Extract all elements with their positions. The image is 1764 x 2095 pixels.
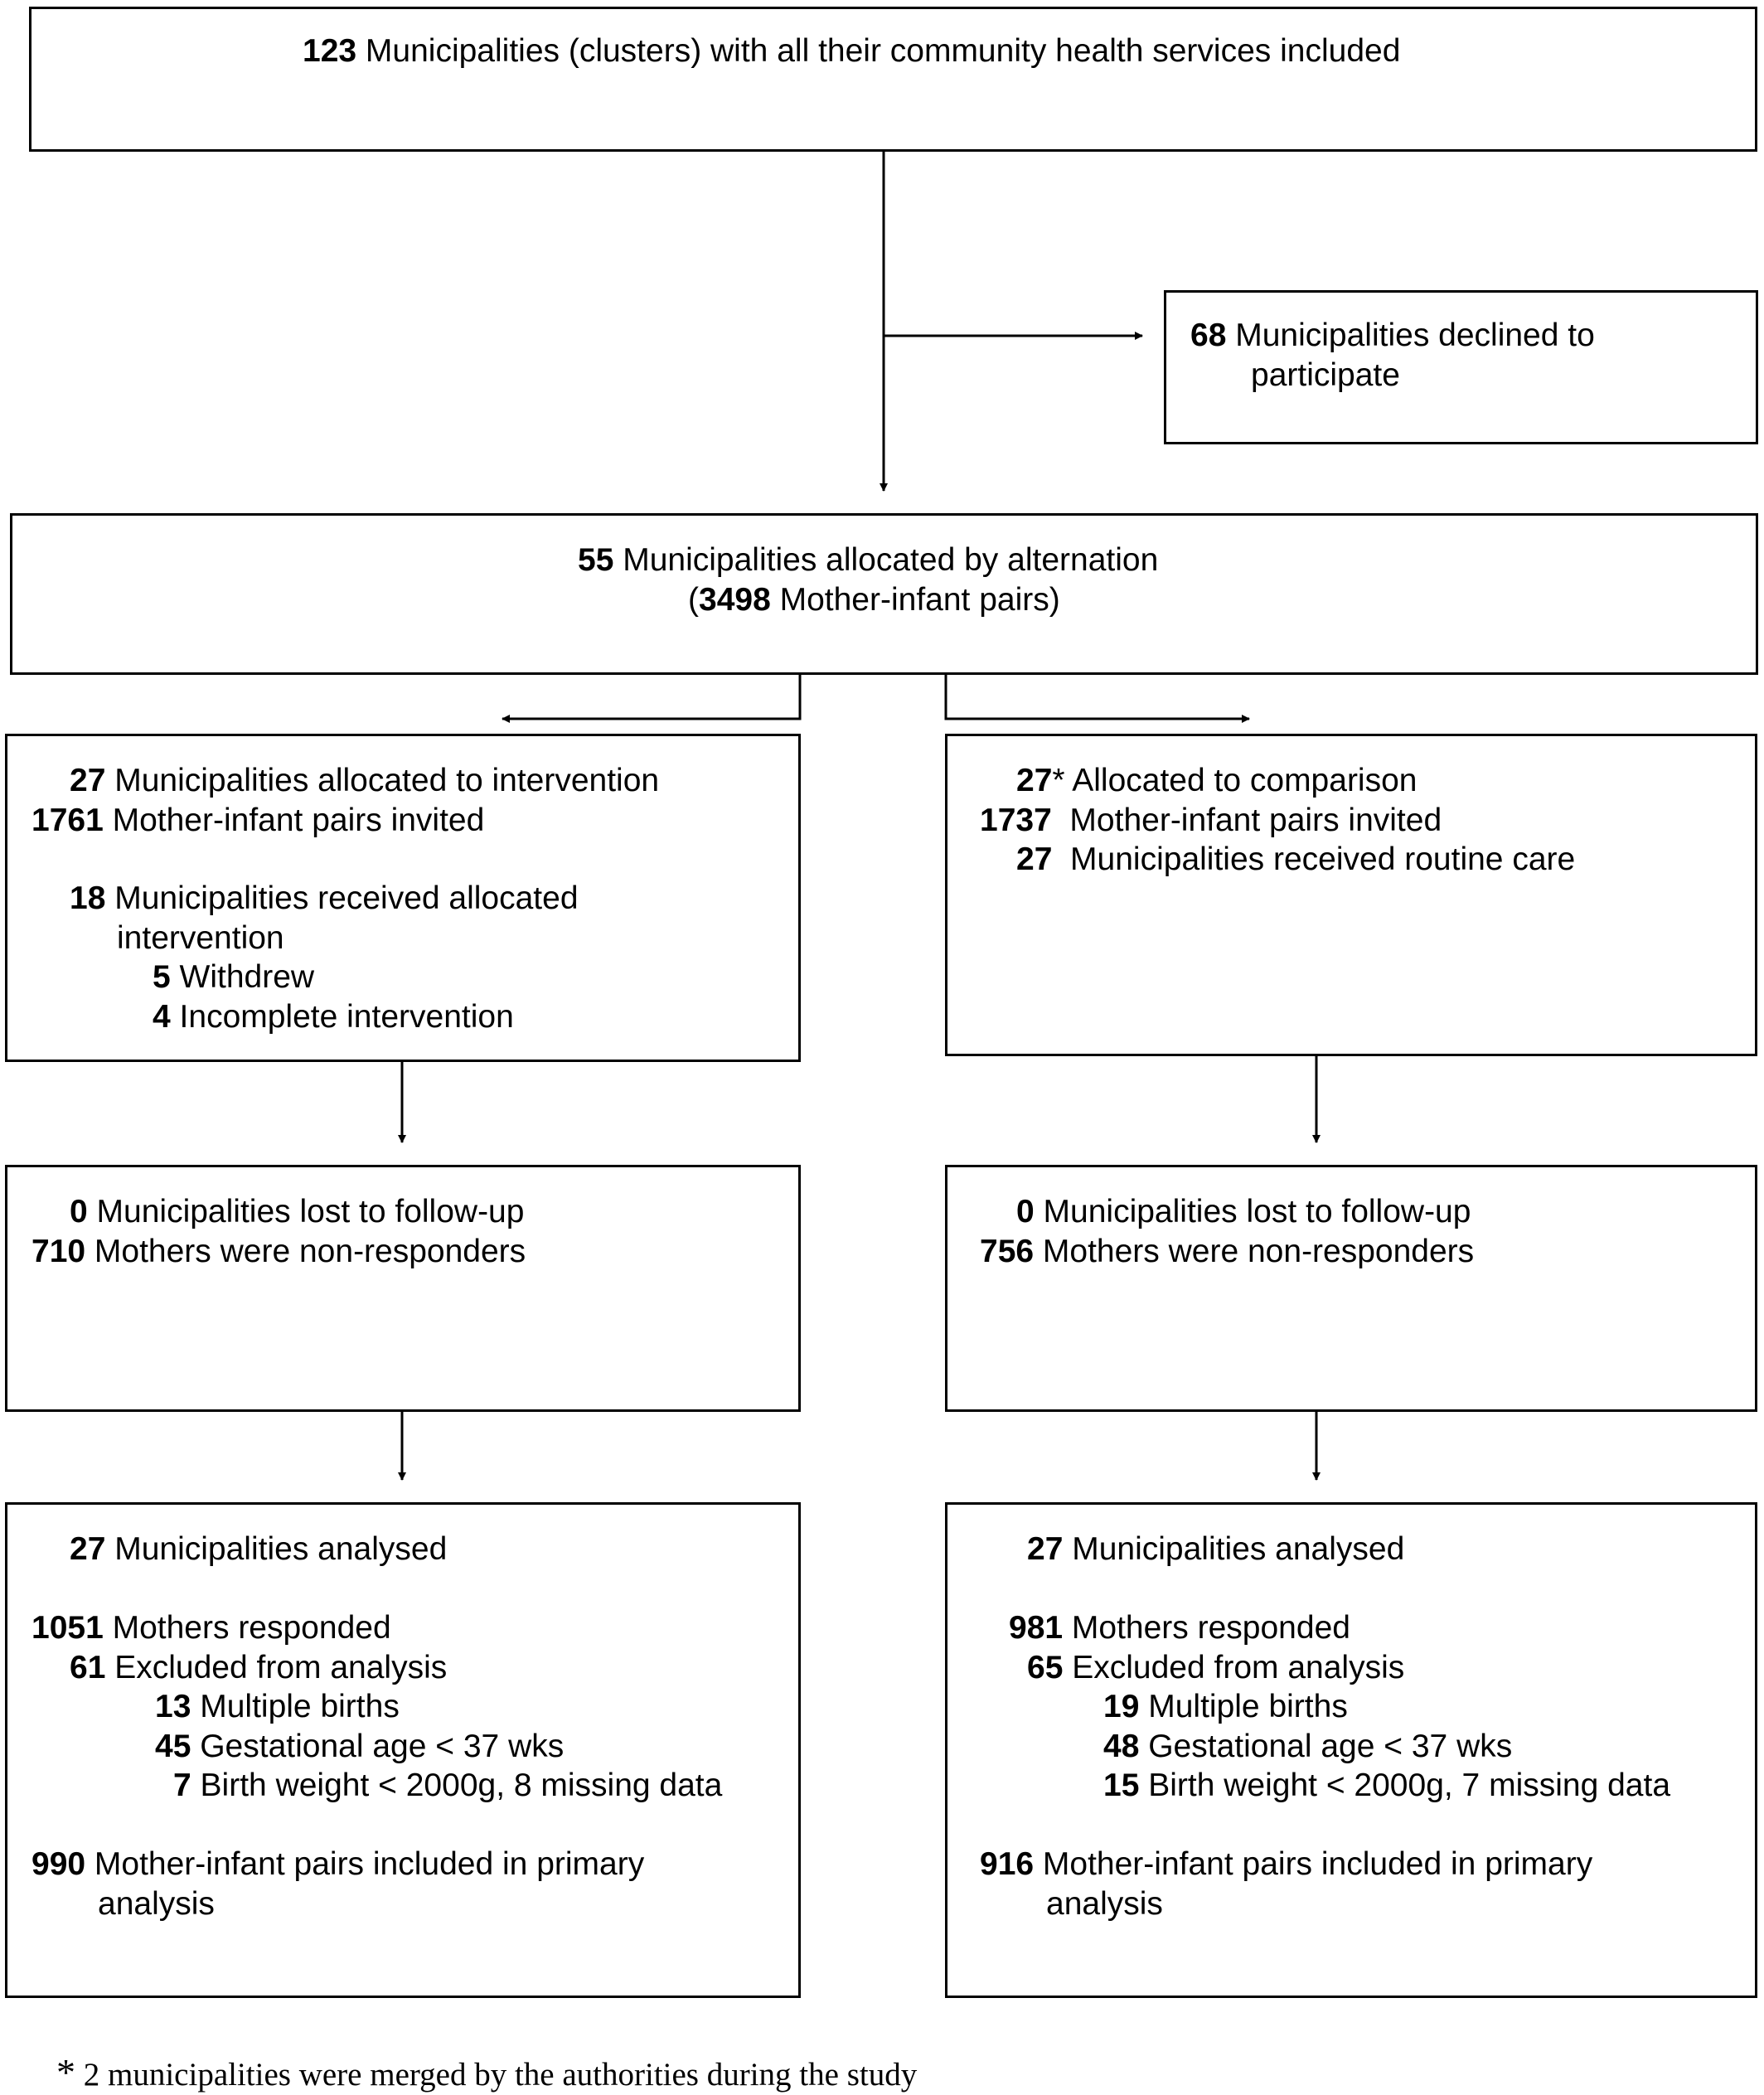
analysis-right-line-4: 19 Multiple births <box>1103 1689 1348 1724</box>
intervention-line-2: 1761 Mother-infant pairs invited <box>32 803 485 838</box>
box-followup-comparison <box>945 1165 1757 1412</box>
box-intervention <box>5 734 801 1062</box>
declined-line-1: 68 Municipalities declined to <box>1190 318 1595 353</box>
box-analysis-comparison <box>945 1502 1757 1998</box>
declined-count: 68 <box>1190 318 1227 353</box>
top-line: 123 Municipalities (clusters) with all t… <box>303 32 1400 71</box>
top-text: Municipalities (clusters) with all their… <box>356 33 1401 69</box>
box-declined <box>1164 290 1758 444</box>
analysis-right-line-2: 981 Mothers responded <box>1009 1610 1350 1646</box>
box-analysis-intervention <box>5 1502 801 1998</box>
analysis-right-line-5: 48 Gestational age < 37 wks <box>1103 1729 1513 1764</box>
comparison-line-1: 27* Allocated to comparison <box>1016 763 1418 798</box>
analysis-right-line-8: analysis <box>1046 1886 1163 1922</box>
analysis-left-line-2: 1051 Mothers responded <box>32 1610 391 1646</box>
arrow-to-comparison <box>944 673 1250 723</box>
box-municipalities-included <box>29 7 1757 152</box>
analysis-left-line-5: 45 Gestational age < 37 wks <box>155 1729 565 1764</box>
footnote-asterisk: * <box>56 2051 75 2093</box>
intervention-line-4: intervention <box>117 920 284 956</box>
footnote: * 2 municipalities were merged by the au… <box>56 2053 917 2095</box>
followup-right-line-1: 0 Municipalities lost to follow-up <box>1016 1194 1471 1229</box>
declined-line-2: participate <box>1251 357 1400 393</box>
arrow-to-intervention <box>502 673 802 723</box>
analysis-left-line-8: analysis <box>98 1886 215 1922</box>
followup-right-line-2: 756 Mothers were non-responders <box>980 1234 1475 1269</box>
analysis-left-line-7: 990 Mother-infant pairs included in prim… <box>32 1846 645 1882</box>
intervention-line-5: 5 Withdrew <box>153 959 315 995</box>
followup-left-line-1: 0 Municipalities lost to follow-up <box>70 1194 525 1229</box>
followup-left-line-2: 710 Mothers were non-responders <box>32 1234 526 1269</box>
analysis-left-line-4: 13 Multiple births <box>155 1689 400 1724</box>
analysis-left-line-6: 7 Birth weight < 2000g, 8 missing data <box>173 1768 723 1803</box>
allocated-line-1: 55 Municipalities allocated by alternati… <box>578 542 1159 578</box>
footnote-text: 2 municipalities were merged by the auth… <box>75 2057 918 2093</box>
intervention-line-1: 27 Municipalities allocated to intervent… <box>70 763 660 798</box>
analysis-left-line-1: 27 Municipalities analysed <box>70 1531 448 1567</box>
comparison-line-3: 27 Municipalities received routine care <box>1016 841 1576 877</box>
analysis-right-line-7: 916 Mother-infant pairs included in prim… <box>980 1846 1593 1882</box>
box-allocated-by-alternation <box>10 513 1758 675</box>
box-comparison <box>945 734 1757 1056</box>
top-count: 123 <box>303 33 357 69</box>
analysis-right-line-6: 15 Birth weight < 2000g, 7 missing data <box>1103 1768 1671 1803</box>
allocated-line-2: (3498 Mother-infant pairs) <box>688 582 1060 618</box>
analysis-left-line-3: 61 Excluded from analysis <box>70 1650 448 1685</box>
analysis-right-line-1: 27 Municipalities analysed <box>1027 1531 1405 1567</box>
intervention-line-3: 18 Municipalities received allocated <box>70 880 579 916</box>
analysis-right-line-3: 65 Excluded from analysis <box>1027 1650 1405 1685</box>
box-followup-intervention <box>5 1165 801 1412</box>
comparison-line-2: 1737 Mother-infant pairs invited <box>980 803 1442 838</box>
intervention-line-6: 4 Incomplete intervention <box>153 999 514 1035</box>
